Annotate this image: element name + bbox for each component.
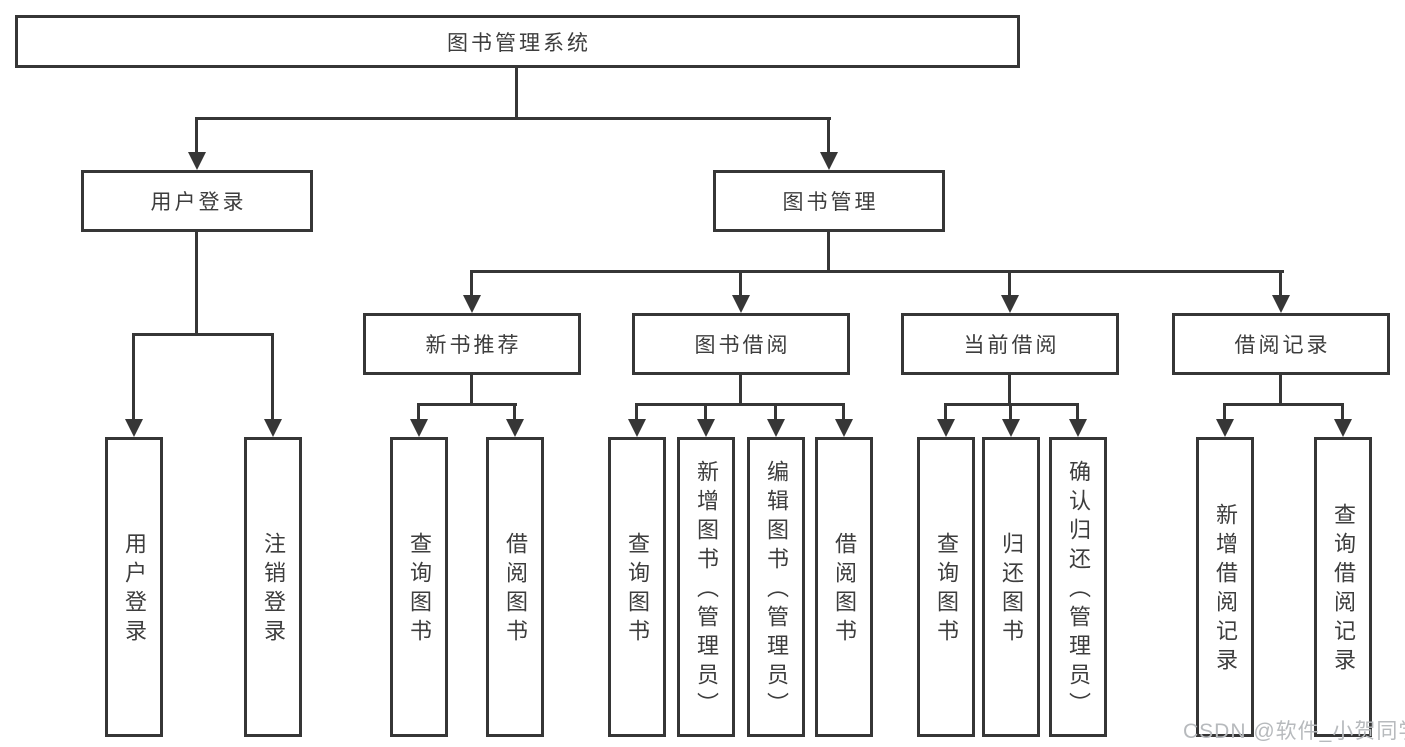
arrow-bb-edit (774, 403, 777, 419)
arrow-to-leaf-logout (271, 333, 274, 419)
node-new-books: 新书推荐 (363, 313, 581, 375)
arrow-to-book-mgmt (827, 117, 830, 152)
node-borrow-records: 借阅记录 (1172, 313, 1390, 375)
node-book-mgmt-label: 图书管理 (782, 191, 879, 214)
node-book-borrow-label: 图书借阅 (694, 334, 791, 357)
connector-user-branch (132, 333, 274, 336)
node-borrow-records-label: 借阅记录 (1234, 334, 1331, 357)
leaf-bb-add-label: 新增图书（管理员） (694, 459, 719, 721)
leaf-rec-query-label: 查询借阅记录 (1331, 503, 1356, 677)
connector-newbooks-branch (417, 403, 517, 406)
arrow-rec-query (1341, 403, 1344, 419)
arrow-newbooks-query (417, 403, 420, 419)
connector-bookborrow-stem (739, 373, 742, 405)
arrow-to-new-books (470, 270, 473, 295)
connector-root-branch (195, 117, 831, 120)
leaf-rec-add-label: 新增借阅记录 (1213, 503, 1238, 677)
leaf-cb-return-label: 归还图书 (999, 532, 1024, 648)
leaf-rec-add: 新增借阅记录 (1196, 437, 1254, 737)
leaf-cb-return: 归还图书 (982, 437, 1040, 737)
arrow-bb-add (704, 403, 707, 419)
leaf-bb-borrow-label: 借阅图书 (832, 532, 857, 648)
arrow-to-current-borrow (1008, 270, 1011, 295)
leaf-cb-confirm-label: 确认归还（管理员） (1066, 459, 1091, 721)
arrow-cb-confirm (1076, 403, 1079, 419)
connector-records-branch (1223, 403, 1343, 406)
connector-user-stem (195, 230, 198, 335)
node-new-books-label: 新书推荐 (425, 334, 522, 357)
leaf-newbooks-borrow-label: 借阅图书 (503, 532, 528, 648)
leaf-bb-edit-label: 编辑图书（管理员） (764, 459, 789, 721)
node-root-label: 图书管理系统 (447, 31, 591, 55)
connector-newbooks-stem (470, 373, 473, 405)
connector-mgmt-branch (470, 270, 1284, 273)
arrow-bb-query (635, 403, 638, 419)
connector-records-stem (1279, 373, 1282, 405)
arrow-rec-add (1223, 403, 1226, 419)
leaf-rec-query: 查询借阅记录 (1314, 437, 1372, 737)
node-root: 图书管理系统 (15, 15, 1020, 68)
node-user-login: 用户登录 (81, 170, 313, 232)
leaf-user-login-label: 用户登录 (122, 532, 147, 648)
leaf-bb-query: 查询图书 (608, 437, 666, 737)
leaf-bb-edit: 编辑图书（管理员） (747, 437, 805, 737)
arrow-to-book-borrow (739, 270, 742, 295)
connector-root-stem (515, 66, 518, 119)
node-book-borrow: 图书借阅 (632, 313, 850, 375)
arrow-newbooks-borrow (513, 403, 516, 419)
leaf-bb-borrow: 借阅图书 (815, 437, 873, 737)
node-book-mgmt: 图书管理 (713, 170, 945, 232)
leaf-newbooks-query-label: 查询图书 (407, 532, 432, 648)
csdn-watermark: CSDN @软件_小贺同学 (1183, 720, 1405, 743)
connector-bookborrow-branch (635, 403, 844, 406)
leaf-cb-query: 查询图书 (917, 437, 975, 737)
node-current-borrow: 当前借阅 (901, 313, 1119, 375)
leaf-user-login: 用户登录 (105, 437, 163, 737)
leaf-cb-query-label: 查询图书 (934, 532, 959, 648)
arrow-bb-borrow (842, 403, 845, 419)
leaf-newbooks-borrow: 借阅图书 (486, 437, 544, 737)
arrow-cb-query (944, 403, 947, 419)
node-current-borrow-label: 当前借阅 (963, 334, 1060, 357)
connector-mgmt-stem (827, 230, 830, 272)
connector-current-stem (1008, 373, 1011, 405)
leaf-user-logout-label: 注销登录 (261, 532, 286, 648)
leaf-bb-add: 新增图书（管理员） (677, 437, 735, 737)
leaf-newbooks-query: 查询图书 (390, 437, 448, 737)
leaf-user-logout: 注销登录 (244, 437, 302, 737)
arrow-to-user-login (195, 117, 198, 152)
leaf-bb-query-label: 查询图书 (625, 532, 650, 648)
arrow-to-leaf-login (132, 333, 135, 419)
arrow-cb-return (1009, 403, 1012, 419)
leaf-cb-confirm: 确认归还（管理员） (1049, 437, 1107, 737)
node-user-login-label: 用户登录 (150, 191, 247, 214)
arrow-to-borrow-records (1279, 270, 1282, 295)
